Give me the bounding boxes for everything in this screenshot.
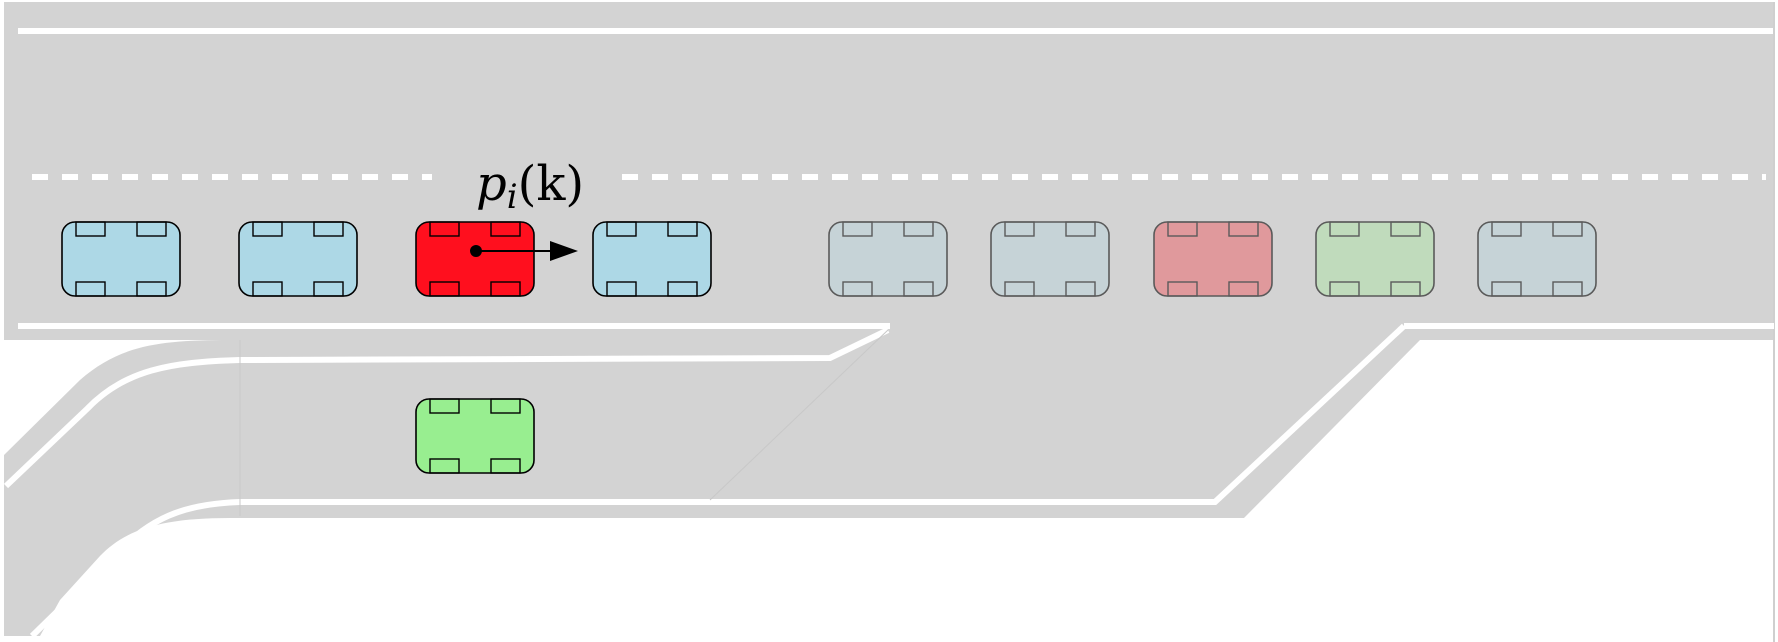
car-wheel bbox=[75, 221, 106, 237]
car-wheel bbox=[429, 221, 460, 237]
car-wheel bbox=[1228, 281, 1259, 297]
car-wheel bbox=[606, 221, 637, 237]
car-wheel bbox=[903, 221, 934, 237]
car-wheel bbox=[136, 281, 167, 297]
car-future bbox=[1477, 221, 1597, 297]
label-var: p bbox=[476, 156, 507, 212]
car-body bbox=[828, 221, 948, 297]
car-wheel bbox=[429, 281, 460, 297]
car-wheel bbox=[1390, 221, 1421, 237]
car-wheel bbox=[1228, 221, 1259, 237]
car-wheel bbox=[1552, 281, 1583, 297]
car-wheel bbox=[1491, 221, 1522, 237]
car-wheel bbox=[75, 281, 106, 297]
car-wheel bbox=[136, 221, 167, 237]
car-ego bbox=[415, 221, 535, 297]
car-future bbox=[1315, 221, 1435, 297]
car-wheel bbox=[1390, 281, 1421, 297]
car-body bbox=[61, 221, 181, 297]
label-subscript: i bbox=[507, 177, 518, 217]
car-wheel bbox=[1167, 221, 1198, 237]
car-wheel bbox=[667, 281, 698, 297]
car-wheel bbox=[490, 221, 521, 237]
car-wheel bbox=[313, 281, 344, 297]
car-wheel bbox=[313, 221, 344, 237]
car-wheel bbox=[1491, 281, 1522, 297]
label-argument: (k) bbox=[518, 156, 585, 212]
car-merging bbox=[415, 398, 535, 474]
car-wheel bbox=[490, 398, 521, 414]
car-wheel bbox=[490, 458, 521, 474]
car-future bbox=[990, 221, 1110, 297]
position-label: pi(k) bbox=[476, 156, 584, 217]
car-future bbox=[1153, 221, 1273, 297]
car-wheel bbox=[842, 221, 873, 237]
car-wheel bbox=[606, 281, 637, 297]
velocity-arrow bbox=[470, 241, 578, 261]
car-wheel bbox=[1552, 221, 1583, 237]
car-wheel bbox=[1004, 221, 1035, 237]
car-wheel bbox=[842, 281, 873, 297]
car-wheel bbox=[490, 281, 521, 297]
car-body bbox=[1315, 221, 1435, 297]
car-wheel bbox=[1004, 281, 1035, 297]
car-body bbox=[415, 398, 535, 474]
car-body bbox=[238, 221, 358, 297]
car-future bbox=[828, 221, 948, 297]
car-wheel bbox=[429, 458, 460, 474]
ego-position-dot bbox=[470, 245, 482, 257]
car-mainline bbox=[61, 221, 181, 297]
car-body bbox=[1477, 221, 1597, 297]
car-wheel bbox=[1329, 281, 1360, 297]
car-wheel bbox=[1065, 221, 1096, 237]
car-wheel bbox=[252, 221, 283, 237]
vehicles bbox=[61, 221, 1597, 474]
car-wheel bbox=[903, 281, 934, 297]
car-wheel bbox=[1167, 281, 1198, 297]
car-mainline bbox=[592, 221, 712, 297]
car-body bbox=[1153, 221, 1273, 297]
car-wheel bbox=[429, 398, 460, 414]
merge-lane bbox=[4, 340, 1420, 636]
car-wheel bbox=[1329, 221, 1360, 237]
car-body bbox=[990, 221, 1110, 297]
car-wheel bbox=[252, 281, 283, 297]
car-mainline bbox=[238, 221, 358, 297]
car-body bbox=[592, 221, 712, 297]
car-wheel bbox=[667, 221, 698, 237]
gore-line bbox=[709, 329, 889, 501]
car-wheel bbox=[1065, 281, 1096, 297]
car-body bbox=[415, 221, 535, 297]
